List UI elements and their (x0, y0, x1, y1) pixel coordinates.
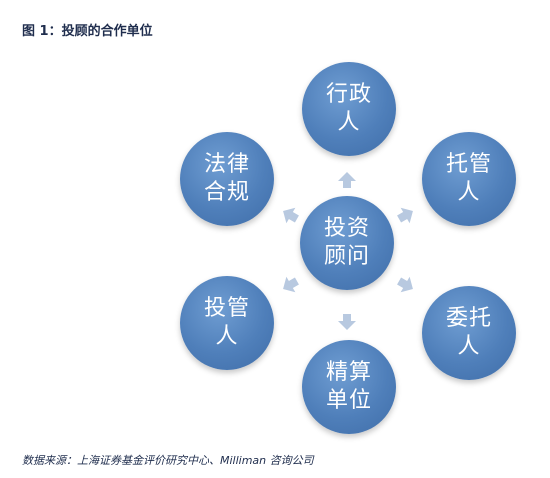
node-custodian: 托管人 (422, 132, 516, 226)
node-trustee-label: 委托人 (445, 306, 492, 359)
arrow-lower-left-icon (276, 271, 303, 298)
arrow-upper-left-icon (276, 201, 303, 228)
center-node-label: 投资顾问 (323, 216, 370, 269)
figure-title: 图 1：投顾的合作单位 (22, 24, 153, 39)
node-admin: 行政人 (302, 62, 396, 156)
arrow-lower-right-icon (392, 271, 419, 298)
node-settlement: 精算单位 (302, 340, 396, 434)
node-trustee: 委托人 (422, 286, 516, 380)
node-investment-manager: 投管人 (180, 276, 274, 370)
arrow-up-icon (337, 170, 357, 190)
arrow-upper-right-icon (392, 201, 419, 228)
node-investment-manager-label: 投管人 (203, 296, 250, 349)
node-custodian-label: 托管人 (445, 152, 492, 205)
center-node-investment-advisor: 投资顾问 (300, 196, 394, 290)
node-legal-label: 法律合规 (203, 152, 250, 205)
arrow-down-icon (337, 312, 357, 332)
source-note: 数据来源：上海证券基金评价研究中心、Milliman 咨询公司 (22, 454, 314, 467)
node-settlement-label: 精算单位 (325, 360, 372, 413)
node-legal: 法律合规 (180, 132, 274, 226)
node-admin-label: 行政人 (325, 82, 372, 135)
